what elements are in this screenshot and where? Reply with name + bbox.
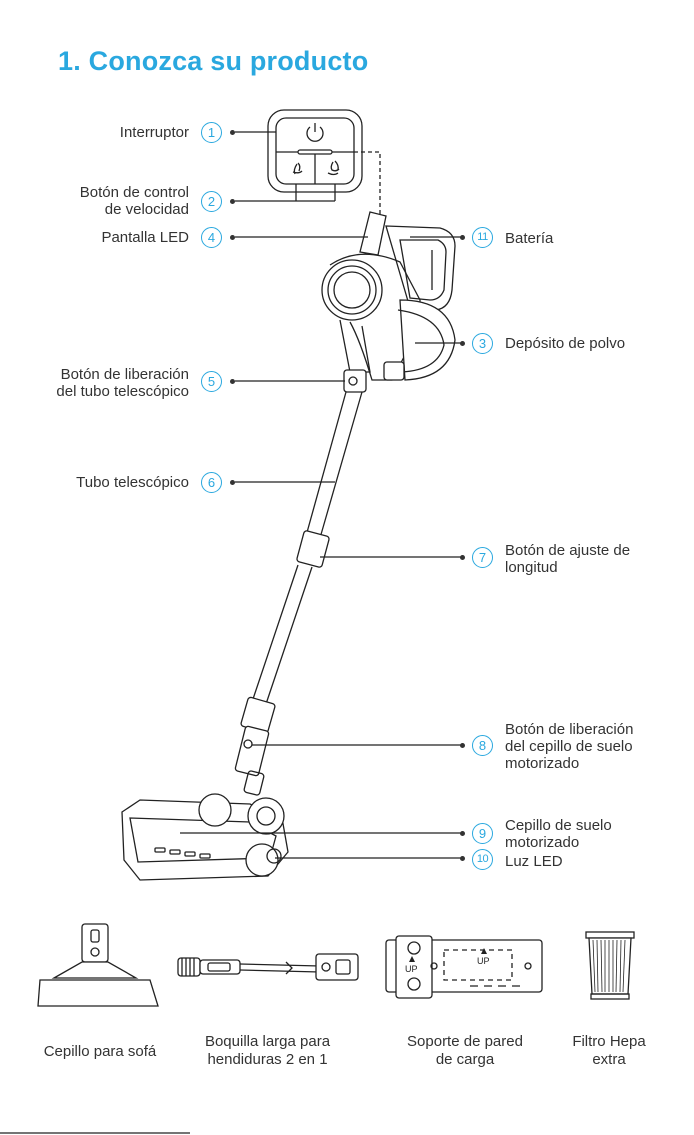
leader-dot <box>460 856 465 861</box>
label-line: Soporte de pared <box>385 1033 545 1051</box>
label-pantalla-led: Pantalla LED <box>101 229 189 246</box>
hepa-filter-illustration <box>586 932 634 999</box>
num-6: 6 <box>201 472 222 493</box>
num-1: 1 <box>201 122 222 143</box>
label-line: del tubo telescópico <box>56 383 189 400</box>
num-3: 3 <box>472 333 493 354</box>
label-boton-control-velocidad: Botón de control de velocidad <box>80 184 189 218</box>
crevice-nozzle-illustration <box>178 954 358 980</box>
label-boton-ajuste-longitud: Botón de ajuste de longitud <box>505 542 630 576</box>
label-line: motorizado <box>505 755 633 772</box>
num-7: 7 <box>472 547 493 568</box>
label-line: extra <box>550 1051 668 1069</box>
mount-up-text-1: UP <box>405 964 418 974</box>
num-5: 5 <box>201 371 222 392</box>
leader-dot <box>460 235 465 240</box>
label-luz-led: Luz LED <box>505 853 563 870</box>
leader-dot <box>230 130 235 135</box>
leader-dot <box>230 235 235 240</box>
label-tubo-telescopico: Tubo telescópico <box>76 474 189 491</box>
label-cepillo-suelo: Cepillo de suelo motorizado <box>505 817 612 851</box>
label-interruptor: Interruptor <box>120 124 189 141</box>
num-10: 10 <box>472 849 493 870</box>
leader-dot <box>460 341 465 346</box>
label-line: Botón de control <box>80 184 189 201</box>
label-line: motorizado <box>505 834 612 851</box>
num-8: 8 <box>472 735 493 756</box>
leader-dot <box>230 199 235 204</box>
leader-dot <box>230 379 235 384</box>
accessory-label-sofa: Cepillo para sofá <box>20 1043 180 1061</box>
mount-up-text-2: UP <box>477 956 490 966</box>
label-line: Cepillo de suelo <box>505 817 612 834</box>
accessory-label-wall-mount: Soporte de pared de carga <box>385 1033 545 1069</box>
leader-dot <box>460 743 465 748</box>
label-line: longitud <box>505 559 630 576</box>
leader-dot <box>460 555 465 560</box>
label-line: Boquilla larga para <box>180 1033 355 1051</box>
label-line: de velocidad <box>80 201 189 218</box>
leader-dot <box>230 480 235 485</box>
label-line: de carga <box>385 1051 545 1069</box>
label-line: Botón de ajuste de <box>505 542 630 559</box>
accessory-label-crevice: Boquilla larga para hendiduras 2 en 1 <box>180 1033 355 1069</box>
num-9: 9 <box>472 823 493 844</box>
label-boton-liberacion-tubo: Botón de liberación del tubo telescópico <box>56 366 189 400</box>
num-2: 2 <box>201 191 222 212</box>
leader-dot <box>460 831 465 836</box>
label-line: del cepillo de suelo <box>505 738 633 755</box>
num-11: 11 <box>472 227 493 248</box>
label-deposito-polvo: Depósito de polvo <box>505 335 625 352</box>
label-line: Botón de liberación <box>56 366 189 383</box>
label-bateria: Batería <box>505 230 553 247</box>
label-boton-liberacion-cepillo: Botón de liberación del cepillo de suelo… <box>505 721 633 772</box>
label-line: Botón de liberación <box>505 721 633 738</box>
sofa-brush-illustration <box>38 924 158 1006</box>
accessory-label-hepa: Filtro Hepa extra <box>550 1033 668 1069</box>
label-line: hendiduras 2 en 1 <box>180 1051 355 1069</box>
label-line: Filtro Hepa <box>550 1033 668 1051</box>
num-4: 4 <box>201 227 222 248</box>
